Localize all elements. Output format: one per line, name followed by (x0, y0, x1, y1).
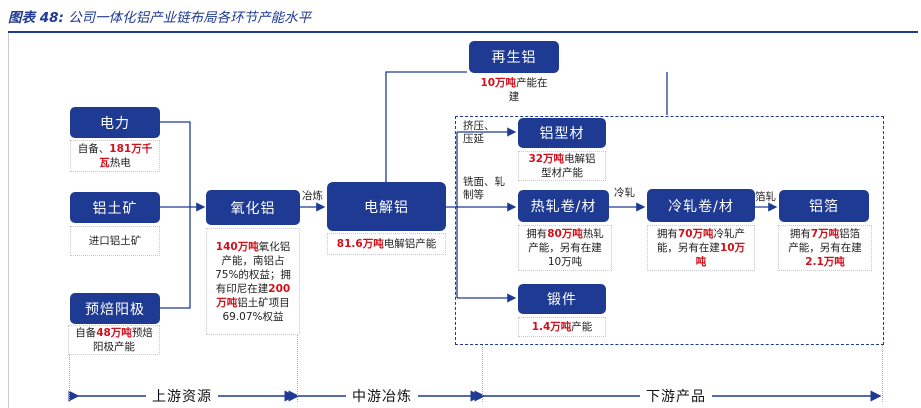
figure-title-text: 公司一体化铝产业链布局各环节产能水平 (68, 10, 312, 26)
node-alumina: 氧化铝 (206, 190, 300, 225)
edge-label-cold: 冷轧 (614, 187, 635, 199)
title-rule (8, 31, 918, 33)
note-cold-roll: 拥有70万吨冷轧产能，另有在建10万吨 (647, 225, 755, 271)
node-recycled: 再生铝 (469, 41, 559, 73)
note-anode-prefix: 自备 (75, 327, 97, 339)
note-bauxite: 进口铝土矿 (70, 226, 160, 256)
note-profile: 32万吨电解铝型材产能 (518, 151, 606, 181)
note-electrolytic: 81.6万吨电解铝产能 (327, 233, 446, 255)
stage-downstream: 下游产品 (640, 386, 712, 406)
note-cold-roll-text1: 拥有 (656, 228, 678, 240)
note-power-suffix: 热电 (109, 157, 131, 169)
note-alumina-project: 200万吨 (216, 282, 291, 309)
note-hot-roll: 拥有80万吨热轧产能，另有在建10万吨 (518, 225, 612, 271)
note-anode: 自备48万吨预焙阳极产能 (68, 325, 160, 355)
frame-left-border (8, 33, 9, 408)
note-alumina-text1: 氧化铝产能，南铝占75%的权益；拥有印尼在建 (215, 240, 291, 295)
note-electrolytic-text: 电解铝产能 (383, 238, 437, 250)
node-foil: 铝箔 (779, 190, 869, 222)
node-cold-roll: 冷轧卷/材 (647, 189, 755, 222)
note-anode-capacity: 48万吨 (96, 327, 132, 339)
note-recycled-capacity: 10万吨 (480, 77, 517, 89)
node-bauxite: 铝土矿 (70, 192, 160, 223)
downstream-dashed-box (455, 116, 884, 345)
note-power-capacity: 181万千瓦 (99, 143, 153, 169)
edge-power-alumina (160, 121, 191, 207)
note-bauxite-text: 进口铝土矿 (88, 235, 142, 247)
node-anode: 预焙阳极 (70, 293, 160, 324)
note-recycled: 10万吨产能在建 (472, 75, 556, 105)
note-power-prefix: 自备、 (77, 143, 110, 155)
node-electrolytic: 电解铝 (327, 182, 446, 231)
edge-anode-alumina (160, 207, 191, 309)
note-electrolytic-capacity: 81.6万吨 (336, 238, 384, 250)
note-foil-capacity: 7万吨 (810, 228, 840, 240)
note-forging-capacity: 1.4万吨 (531, 321, 572, 333)
edge-electrolytic-recycled-top (385, 71, 467, 182)
note-foil-text2: 铝箔产能，另有在建 (788, 228, 862, 254)
note-alumina-text2: 铝土矿项目69.07%权益 (222, 296, 290, 323)
note-hot-roll-text1: 拥有 (526, 228, 548, 240)
note-cold-roll-capacity: 70万吨 (677, 228, 714, 240)
note-profile-capacity: 32万吨 (528, 153, 565, 165)
figure-title: 图表 48: 公司一体化铝产业链布局各环节产能水平 (8, 6, 311, 26)
note-alumina: 140万吨氧化铝产能，南铝占75%的权益；拥有印尼在建200万吨铝土矿项目69.… (206, 228, 300, 335)
note-hot-roll-capacity: 80万吨 (547, 228, 583, 240)
node-power: 电力 (70, 107, 160, 138)
note-foil: 拥有7万吨铝箔产能，另有在建 2.1万吨 (778, 225, 872, 271)
edge-label-smelt: 冶炼 (302, 190, 323, 202)
note-foil-text1: 拥有 (789, 228, 811, 240)
figure-label: 图表 48: (8, 10, 64, 26)
stage-tick-mid-down (482, 345, 484, 402)
note-cold-roll-building: 10万吨 (695, 242, 746, 268)
note-forging: 1.4万吨产能 (518, 317, 606, 337)
stage-midstream: 中游冶炼 (346, 386, 418, 406)
node-profile: 铝型材 (518, 118, 606, 148)
node-hot-roll: 热轧卷/材 (518, 190, 609, 222)
note-profile-text: 电解铝型材产能 (541, 153, 596, 179)
node-forging: 锻件 (518, 284, 606, 314)
edge-label-mill: 铣面、轧制等 (463, 176, 505, 201)
stage-tick-left (69, 330, 71, 402)
note-anode-suffix: 预焙阳极产能 (93, 327, 153, 353)
stage-tick-up-mid (297, 330, 299, 402)
edge-label-roll: 箔轧 (755, 191, 776, 203)
note-cold-roll-text2: 冷轧产能，另有在建 (656, 228, 746, 254)
stage-tick-right (882, 345, 884, 402)
note-forging-text: 产能 (571, 321, 593, 333)
note-alumina-capacity: 140万吨 (215, 240, 259, 253)
stage-upstream: 上游资源 (146, 386, 218, 406)
note-power: 自备、181万千瓦热电 (70, 140, 160, 172)
note-recycled-text: 产能在建 (508, 77, 548, 103)
note-foil-building: 2.1万吨 (805, 256, 845, 268)
edge-label-extrude: 挤压、压延 (463, 120, 495, 145)
note-hot-roll-text2: 热轧产能，另有在建10万吨 (528, 228, 604, 268)
